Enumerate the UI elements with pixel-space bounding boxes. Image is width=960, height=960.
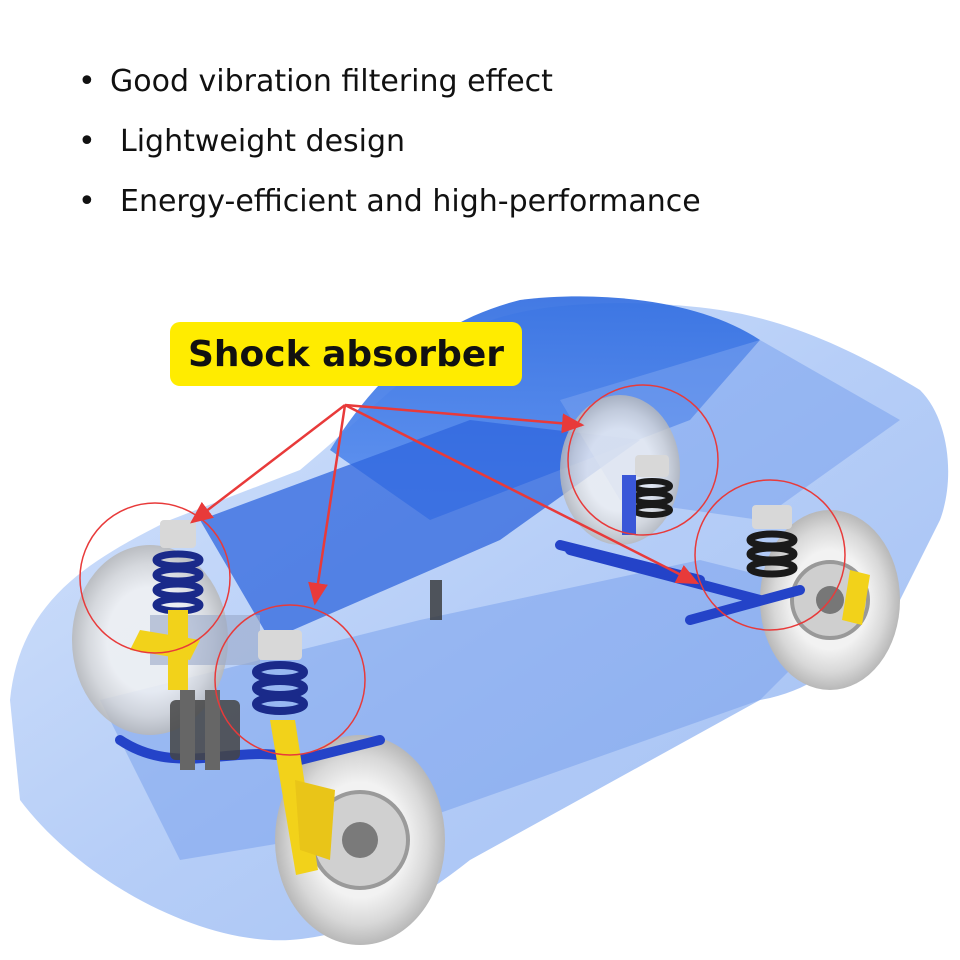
pointer-arrows <box>190 403 700 606</box>
rear-left-shock-absorber <box>622 455 673 535</box>
highlight-circles <box>79 384 846 756</box>
arrow-front-right <box>308 404 347 606</box>
highlight-circle-rear-right <box>694 479 846 631</box>
feature-text: Energy-efficient and high-performance <box>120 184 701 219</box>
car-suspension-illustration <box>10 296 949 945</box>
arrow-rear-right <box>344 403 700 585</box>
highlight-circle-front-left <box>79 502 231 654</box>
feature-text: Good vibration filtering effect <box>110 64 553 99</box>
bullet-marker: • <box>78 64 96 99</box>
bullet-marker: • <box>78 124 96 159</box>
highlight-circle-rear-left <box>567 384 719 536</box>
front-right-shock-absorber <box>252 630 335 875</box>
arrow-rear-left <box>344 403 585 434</box>
highlight-circle-front-right <box>214 604 366 756</box>
arrow-front-left <box>190 404 346 524</box>
bullet-marker: • <box>78 184 96 219</box>
feature-text: Lightweight design <box>120 124 406 159</box>
rear-right-shock-absorber <box>746 505 870 625</box>
shock-absorber-label: Shock absorber <box>170 322 522 386</box>
